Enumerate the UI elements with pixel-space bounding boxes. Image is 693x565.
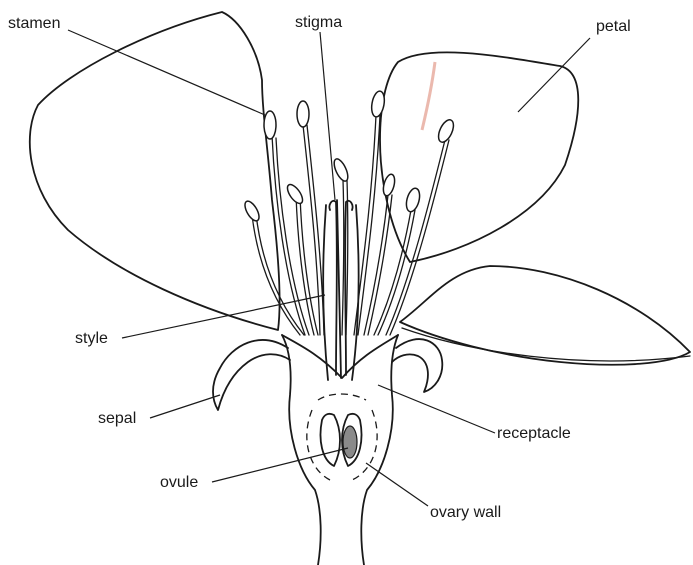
ovule-leader	[212, 448, 348, 482]
right-lower-petal	[400, 266, 690, 365]
anther	[242, 199, 262, 223]
right-upper-petal	[380, 52, 578, 262]
stamen-leader	[68, 30, 265, 115]
sepal-leader	[150, 395, 220, 418]
label-receptacle: receptacle	[497, 425, 571, 442]
anther	[381, 173, 396, 197]
anthers	[242, 90, 456, 223]
label-sepal: sepal	[98, 410, 136, 427]
anther	[404, 187, 422, 213]
anther	[331, 157, 350, 183]
ovule-shape	[343, 426, 357, 458]
anther	[264, 111, 276, 139]
filaments	[252, 115, 449, 335]
stigma-leader	[320, 32, 335, 200]
anther	[285, 182, 306, 206]
label-stigma: stigma	[295, 14, 342, 31]
petal-leader	[518, 38, 590, 112]
style-leader	[122, 295, 325, 338]
label-ovule: ovule	[160, 474, 198, 491]
left-petal	[30, 12, 280, 330]
ovary	[307, 394, 377, 480]
pistil	[323, 200, 358, 380]
label-ovary-wall: ovary wall	[430, 504, 501, 521]
label-style: style	[75, 330, 108, 347]
petal-blush-mark	[422, 62, 435, 130]
anther	[297, 101, 309, 127]
ovary-wall-leader	[366, 463, 428, 506]
anther	[435, 118, 456, 145]
anther	[370, 90, 386, 118]
right-lower-petal-fold	[402, 328, 690, 361]
label-stamen: stamen	[8, 15, 60, 32]
right-sepal	[392, 339, 442, 392]
label-petal: petal	[596, 18, 631, 35]
left-sepal	[213, 340, 290, 410]
receptacle-leader	[378, 385, 495, 433]
